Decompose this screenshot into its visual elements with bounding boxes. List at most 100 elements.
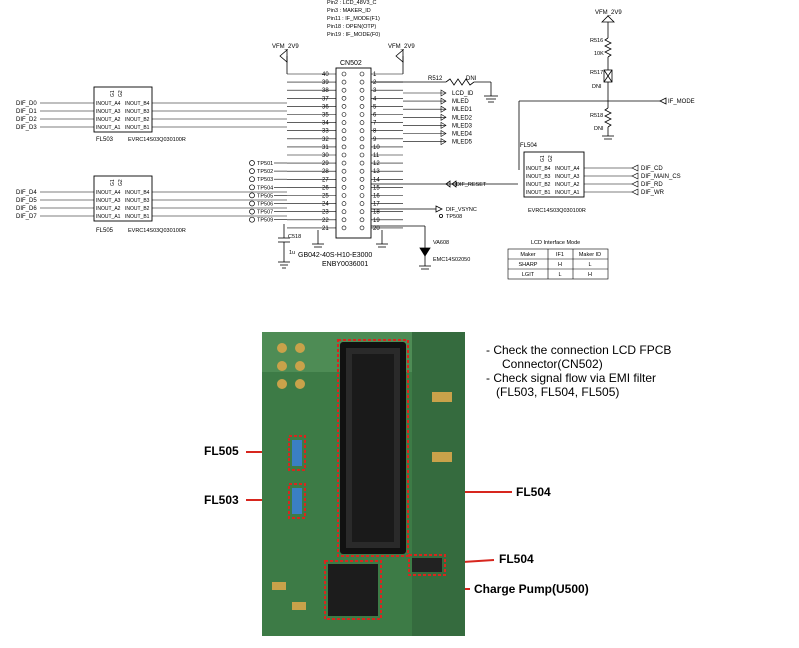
cn502-pin bbox=[341, 193, 347, 198]
cn502-pin-number: 39 bbox=[322, 80, 329, 86]
signal-label: MLED1 bbox=[452, 107, 473, 113]
signal-arrow bbox=[440, 113, 447, 121]
tp508-label: TP508 bbox=[446, 214, 462, 220]
interface-table-title: LCD Interface Mode bbox=[531, 240, 580, 246]
filter-pin-label: INOUT_A4 bbox=[96, 101, 121, 107]
vfm-rail-label: VFM_2V9 bbox=[595, 10, 622, 16]
interface-table-cells: Maker IF1 Maker ID SHARP H L LGIT L H bbox=[519, 252, 602, 278]
signal-label: DIF_RD bbox=[641, 182, 663, 188]
cn502-pin-number: 15 bbox=[373, 185, 380, 191]
cn502-pin bbox=[359, 168, 365, 174]
signal-arrow bbox=[440, 138, 447, 146]
cn502-pin-number: 1 bbox=[373, 72, 377, 78]
table-cell: L bbox=[558, 272, 561, 278]
filter-pin-label: INOUT_B4 bbox=[125, 101, 150, 107]
fl505-part: EVRC14S03Q030100R bbox=[128, 228, 186, 234]
cn502-pin bbox=[359, 209, 365, 214]
cn502-pin-number: 38 bbox=[322, 88, 329, 94]
filter-pin-label: G2 bbox=[118, 179, 124, 186]
dif-reset-label: DIF_RESET bbox=[456, 182, 487, 188]
signal-label: MLED2 bbox=[452, 115, 473, 121]
cn502-pin bbox=[359, 193, 365, 198]
cn502-pin bbox=[341, 79, 347, 85]
cn502-pin bbox=[341, 168, 347, 174]
c518-label: C518 bbox=[288, 234, 301, 240]
cn502-pin bbox=[341, 185, 347, 190]
cn502-pin bbox=[359, 112, 365, 117]
dif-label: DIF_D5 bbox=[16, 198, 37, 204]
dif-label: DIF_D0 bbox=[16, 101, 37, 107]
table-cell: LGIT bbox=[522, 272, 535, 278]
signal-arrow bbox=[631, 180, 639, 188]
cn502-pin bbox=[341, 120, 347, 125]
test-point bbox=[249, 192, 255, 199]
filter-pin-label: INOUT_A1 bbox=[555, 190, 580, 196]
cn502-pin-number: 6 bbox=[373, 113, 377, 119]
fl505-label: FL505 bbox=[96, 228, 114, 234]
cn502-pin bbox=[341, 71, 347, 77]
cn502-pin bbox=[359, 225, 365, 231]
cn502-pin bbox=[341, 209, 347, 214]
cn502-pin-number: 32 bbox=[322, 137, 329, 143]
callout-fl503: FL503 bbox=[204, 493, 239, 507]
filter-pin-label: G1 bbox=[540, 155, 546, 162]
dif-vsync-label: DIF_VSYNC bbox=[446, 207, 477, 213]
table-header: IF1 bbox=[556, 252, 564, 258]
cn502-pin-number: 31 bbox=[322, 145, 329, 151]
cn502-pin bbox=[359, 217, 365, 223]
cn502-pin bbox=[341, 160, 347, 166]
filter-pin-label: INOUT_B3 bbox=[125, 109, 150, 115]
r518-label: R518 bbox=[590, 113, 603, 119]
test-point-label: TP504 bbox=[257, 185, 273, 191]
filter-pin-label: G2 bbox=[118, 90, 124, 97]
cn502-pin-number: 27 bbox=[322, 177, 329, 183]
cn502-pin bbox=[341, 201, 347, 206]
cn502-pin bbox=[359, 120, 365, 125]
filter-pin-label: INOUT_A3 bbox=[96, 198, 121, 204]
cn502-pin-number: 20 bbox=[373, 226, 380, 232]
signal-arrow bbox=[631, 164, 639, 172]
cn502-pin bbox=[359, 128, 365, 133]
filter-pin-label: INOUT_A3 bbox=[555, 174, 580, 180]
signal-label: DIF_MAIN_CS bbox=[641, 174, 681, 180]
r516-label: R516 bbox=[590, 38, 603, 44]
cn502-pin bbox=[359, 104, 365, 109]
notes: - Check the connection LCD FPCB Connecto… bbox=[486, 343, 671, 399]
filter-pin-label: G2 bbox=[548, 155, 554, 162]
if-mode-label: IF_MODE bbox=[668, 99, 695, 105]
test-point-label: TP509 bbox=[257, 218, 273, 224]
cn502-label: CN502 bbox=[340, 60, 362, 67]
cn502-pin-number: 4 bbox=[373, 96, 377, 102]
cn502-pin bbox=[359, 201, 365, 206]
signal-label: DIF_CD bbox=[641, 166, 663, 172]
cn502-pin bbox=[341, 96, 347, 101]
fl503-label: FL503 bbox=[96, 137, 114, 143]
cn502-body bbox=[335, 67, 372, 239]
cn502-pin-number: 37 bbox=[322, 96, 329, 102]
filter-pin-label: INOUT_B4 bbox=[526, 166, 551, 172]
cn502-pin-number: 7 bbox=[373, 121, 377, 127]
dif-label: DIF_D1 bbox=[16, 109, 37, 115]
cn502-pin bbox=[359, 87, 365, 93]
signal-arrow bbox=[631, 172, 639, 180]
note-line: - Check signal flow via EMI filter bbox=[486, 371, 657, 385]
test-point-label: TP503 bbox=[257, 177, 273, 183]
cn502-pin bbox=[341, 104, 347, 109]
dif-label: DIF_D3 bbox=[16, 125, 37, 131]
table-cell: H bbox=[588, 272, 592, 278]
pin-notes: Pin2 : LCD_48V3_C Pin3 : MAKER_ID Pin11 … bbox=[327, 0, 380, 38]
cn502-pin bbox=[341, 128, 347, 133]
dif-label: DIF_D4 bbox=[16, 190, 37, 196]
cn502-pin-number: 2 bbox=[373, 80, 377, 86]
cn502-pin bbox=[341, 152, 347, 158]
cn502-pin bbox=[359, 177, 365, 182]
left-dif-signals: DIF_D0DIF_D1DIF_D2DIF_D3DIF_D4DIF_D5DIF_… bbox=[16, 101, 287, 220]
fl503-body bbox=[93, 86, 153, 133]
test-point bbox=[249, 216, 255, 223]
test-point bbox=[249, 200, 255, 207]
cn502-pin-number: 24 bbox=[322, 202, 329, 208]
cn502-pin-number: 34 bbox=[322, 121, 329, 127]
